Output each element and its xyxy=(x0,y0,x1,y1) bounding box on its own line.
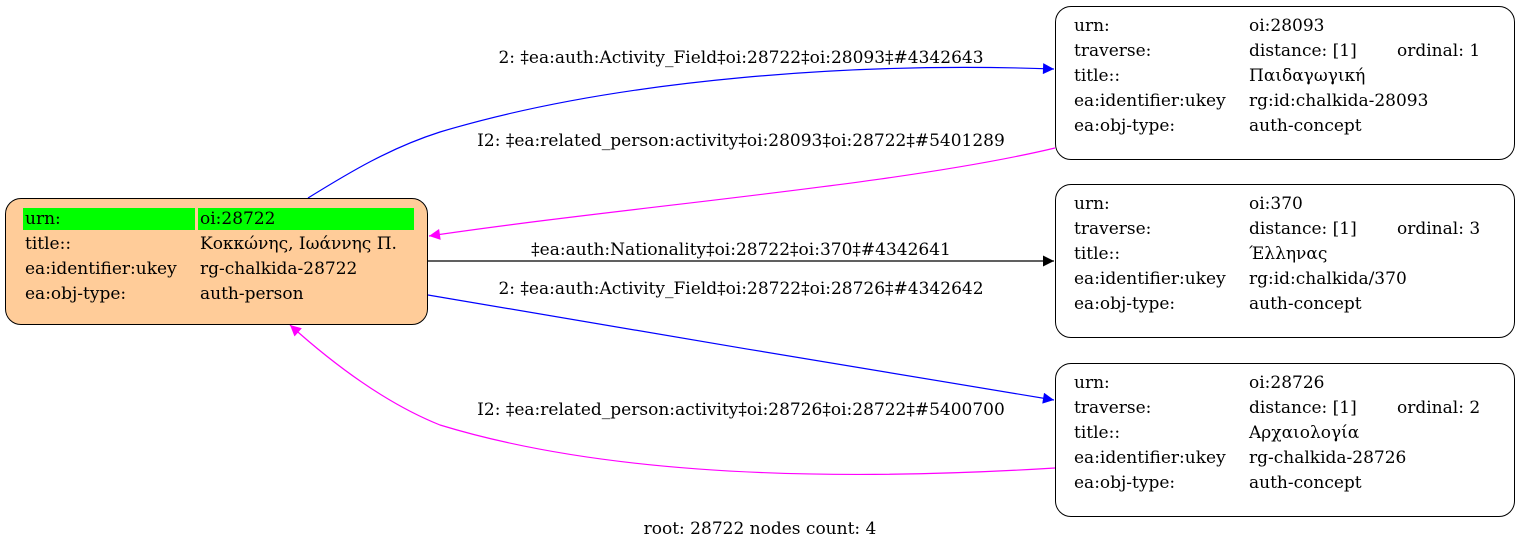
ukey-key: ea:identifier:ukey xyxy=(1074,269,1226,289)
ukey-key: ea:identifier:ukey xyxy=(1074,91,1226,111)
concept-node-370[interactable]: urn: oi:370 traverse: distance: [1] ordi… xyxy=(1055,184,1515,338)
title-value: Παιδαγωγική xyxy=(1249,66,1366,86)
distance-value: distance: [1] xyxy=(1249,219,1357,239)
type-value: auth-concept xyxy=(1249,473,1362,493)
urn-key: urn: xyxy=(1074,194,1110,214)
traverse-key: traverse: xyxy=(1074,219,1152,239)
edge-label-related-person-28093: I2: ‡ea:related_person:activity‡oi:28093… xyxy=(477,131,1005,151)
distance-value: distance: [1] xyxy=(1249,398,1357,418)
root-type-key: ea:obj-type: xyxy=(25,284,127,304)
edge-label-nationality-370: ‡ea:auth:Nationality‡oi:28722‡oi:370‡#43… xyxy=(531,240,951,260)
type-key: ea:obj-type: xyxy=(1074,294,1176,314)
concept-node-28726[interactable]: urn: oi:28726 traverse: distance: [1] or… xyxy=(1055,363,1515,517)
ukey-value: rg:id:chalkida-28093 xyxy=(1249,91,1429,111)
ukey-value: rg:id:chalkida/370 xyxy=(1249,269,1407,289)
type-value: auth-concept xyxy=(1249,294,1362,314)
urn-row: urn: oi:28726 xyxy=(1072,372,1482,394)
title-value: Αρχαιολογία xyxy=(1249,423,1360,443)
concept-node-28093[interactable]: urn: oi:28093 traverse: distance: [1] or… xyxy=(1055,6,1515,160)
root-type-value: auth-person xyxy=(200,284,304,304)
edge-activity-field-28093 xyxy=(307,63,1055,199)
ukey-row: ea:identifier:ukey rg-chalkida-28726 xyxy=(1072,447,1482,469)
root-title-key: title:: xyxy=(25,234,72,254)
concept-node-table: urn: oi:28093 traverse: distance: [1] or… xyxy=(1069,12,1485,140)
title-row: title:: Έλληνας xyxy=(1072,243,1482,265)
traverse-key: traverse: xyxy=(1074,398,1152,418)
edge-label-activity-field-28726: 2: ‡ea:auth:Activity_Field‡oi:28722‡oi:2… xyxy=(498,279,983,299)
root-urn-key: urn: xyxy=(23,208,195,230)
title-key: title:: xyxy=(1074,66,1121,86)
root-node[interactable]: urn: oi:28722 title:: Κοκκώνης, Ιωάννης … xyxy=(5,198,428,325)
urn-value: oi:28726 xyxy=(1249,373,1325,393)
ordinal-value: ordinal: 3 xyxy=(1397,219,1481,239)
root-ukey-key: ea:identifier:ukey xyxy=(25,259,177,279)
ukey-row: ea:identifier:ukey rg:id:chalkida/370 xyxy=(1072,268,1482,290)
traverse-key: traverse: xyxy=(1074,41,1152,61)
edge-label-related-person-28726: I2: ‡ea:related_person:activity‡oi:28726… xyxy=(477,400,1005,420)
urn-row: urn: oi:370 xyxy=(1072,193,1482,215)
root-title-row: title:: Κοκκώνης, Ιωάννης Π. xyxy=(23,233,414,255)
edge-activity-field-28726 xyxy=(427,294,1055,404)
traverse-row: traverse: distance: [1] ordinal: 3 xyxy=(1072,218,1482,240)
type-row: ea:obj-type: auth-concept xyxy=(1072,472,1482,494)
edge-related-person-28726 xyxy=(289,324,1056,476)
graph-footer: root: 28722 nodes count: 4 xyxy=(643,519,877,539)
traverse-row: traverse: distance: [1] ordinal: 1 xyxy=(1072,40,1482,62)
root-type-row: ea:obj-type: auth-person xyxy=(23,283,414,305)
root-ukey-row: ea:identifier:ukey rg-chalkida-28722 xyxy=(23,258,414,280)
title-row: title:: Παιδαγωγική xyxy=(1072,65,1482,87)
root-title-value: Κοκκώνης, Ιωάννης Π. xyxy=(200,234,397,254)
edge-label-activity-field-28093: 2: ‡ea:auth:Activity_Field‡oi:28722‡oi:2… xyxy=(498,48,983,68)
ukey-value: rg-chalkida-28726 xyxy=(1249,448,1407,468)
root-node-table: urn: oi:28722 title:: Κοκκώνης, Ιωάννης … xyxy=(20,205,417,308)
traverse-row: traverse: distance: [1] ordinal: 2 xyxy=(1072,397,1482,419)
ordinal-value: ordinal: 2 xyxy=(1397,398,1481,418)
type-row: ea:obj-type: auth-concept xyxy=(1072,293,1482,315)
title-key: title:: xyxy=(1074,244,1121,264)
type-key: ea:obj-type: xyxy=(1074,473,1176,493)
distance-value: distance: [1] xyxy=(1249,41,1357,61)
root-urn-row: urn: oi:28722 xyxy=(23,208,414,230)
concept-node-table: urn: oi:28726 traverse: distance: [1] or… xyxy=(1069,369,1485,497)
ukey-row: ea:identifier:ukey rg:id:chalkida-28093 xyxy=(1072,90,1482,112)
type-row: ea:obj-type: auth-concept xyxy=(1072,115,1482,137)
title-value: Έλληνας xyxy=(1249,244,1328,264)
urn-key: urn: xyxy=(1074,16,1110,36)
type-key: ea:obj-type: xyxy=(1074,116,1176,136)
urn-key: urn: xyxy=(1074,373,1110,393)
ukey-key: ea:identifier:ukey xyxy=(1074,448,1226,468)
root-urn-value: oi:28722 xyxy=(198,208,414,230)
urn-value: oi:28093 xyxy=(1249,16,1325,36)
urn-row: urn: oi:28093 xyxy=(1072,15,1482,37)
concept-node-table: urn: oi:370 traverse: distance: [1] ordi… xyxy=(1069,190,1485,318)
title-row: title:: Αρχαιολογία xyxy=(1072,422,1482,444)
urn-value: oi:370 xyxy=(1249,194,1303,214)
title-key: title:: xyxy=(1074,423,1121,443)
ordinal-value: ordinal: 1 xyxy=(1397,41,1481,61)
type-value: auth-concept xyxy=(1249,116,1362,136)
edge-related-person-28093 xyxy=(428,147,1056,240)
root-ukey-value: rg-chalkida-28722 xyxy=(200,259,358,279)
